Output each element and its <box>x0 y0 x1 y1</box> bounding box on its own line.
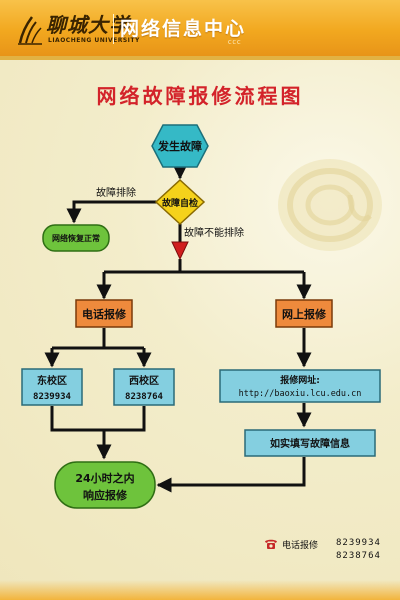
bottom-band <box>0 580 400 600</box>
east-campus-name: 东校区 <box>37 374 67 387</box>
node-fill-info-label: 如实填写故障信息 <box>270 437 350 450</box>
decision-triangle <box>171 241 189 261</box>
east-campus-phone: 8239934 <box>33 392 72 402</box>
logo-chinese-name: 聊城大学 <box>46 13 130 37</box>
edge-fill-to-response <box>156 457 306 493</box>
response-line-1: 24小时之内 <box>75 471 134 485</box>
node-response: 24小时之内 响应报修 <box>54 461 156 509</box>
header-title: 网络信息中心 <box>120 18 247 40</box>
university-logo-icon <box>18 16 42 45</box>
telephone-icon <box>265 539 277 549</box>
contact-phone-2: 8238764 <box>336 551 381 561</box>
response-line-2: 响应报修 <box>83 488 128 502</box>
node-phone-repair-label: 电话报修 <box>82 307 127 321</box>
repair-site-url: http://baoxiu.lcu.edu.cn <box>239 389 362 399</box>
node-fill-info: 如实填写故障信息 <box>244 429 376 457</box>
node-west-campus: 西校区 8238764 <box>113 368 175 406</box>
header-stripe <box>0 56 400 60</box>
west-campus-phone: 8238764 <box>125 392 164 402</box>
contact-label: 电话报修 <box>282 541 319 551</box>
watermark-emblem-icon <box>278 159 382 251</box>
node-online-repair: 网上报修 <box>275 299 333 328</box>
header-subtitle: CCC <box>228 40 242 46</box>
edge-west-merge <box>104 406 146 432</box>
header-divider <box>113 14 114 44</box>
west-campus-name: 西校区 <box>129 374 159 387</box>
node-start-label: 发生故障 <box>157 139 202 153</box>
node-check-label: 故障自检 <box>162 197 198 209</box>
node-restored-label: 网络恢复正常 <box>52 233 100 243</box>
repair-site-label: 报修网址: <box>280 374 320 386</box>
node-online-repair-label: 网上报修 <box>282 307 327 321</box>
node-repair-site: 报修网址: http://baoxiu.lcu.edu.cn <box>219 369 381 403</box>
node-east-campus: 东校区 8239934 <box>21 368 83 406</box>
node-restored: 网络恢复正常 <box>42 224 110 252</box>
node-phone-repair: 电话报修 <box>75 299 133 328</box>
page-title: 网络故障报修流程图 <box>96 84 304 108</box>
node-start: 发生故障 <box>151 124 209 168</box>
edge-east-merge <box>50 406 104 432</box>
flow-connectors <box>44 164 312 493</box>
node-check: 故障自检 <box>154 178 206 226</box>
logo-english-name: LIAOCHENG UNIVERSITY <box>48 37 140 44</box>
edge-label-resolved: 故障排除 <box>96 186 136 199</box>
edge-check-to-restored <box>66 200 157 224</box>
edge-label-unresolved: 故障不能排除 <box>184 226 244 239</box>
contact-phone-1: 8239934 <box>336 538 381 548</box>
header-banner: 聊城大学 LIAOCHENG UNIVERSITY 网络信息中心 CCC <box>0 0 400 56</box>
